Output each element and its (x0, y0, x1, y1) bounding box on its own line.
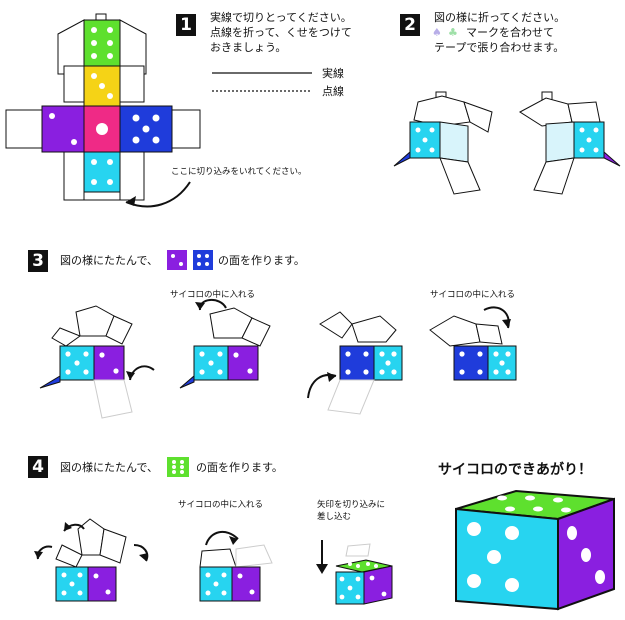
net-face-purple (41, 105, 85, 153)
finished-dice (455, 489, 615, 611)
slit-note: ここに切り込みをいれてください。 (171, 167, 307, 177)
step-3-cube-1 (39, 305, 155, 419)
step-2-text-line-1: 図の様に折ってください。 (434, 11, 566, 24)
purple-two-face-icon (167, 250, 187, 270)
step-3-label-b: サイコロの中に入れる (430, 290, 516, 300)
step-2-text-line-2: マークを合わせて (466, 26, 554, 39)
finished-title: サイコロのできあがり！ (438, 462, 592, 478)
step-2-folded-right (519, 91, 621, 195)
step-1-text-line-2: 点線を折って、くせをつけて (210, 26, 352, 39)
blue-four-face-icon (193, 250, 213, 270)
step-3-text-after: の面を作ります。 (218, 254, 305, 267)
spade-icon: ♠ (432, 26, 442, 39)
step-4-label-b-line-1: 矢印を切り込みに (317, 500, 386, 510)
net-face-green (83, 19, 121, 67)
step-2-text-line-3: テープで張り合わせます。 (434, 41, 565, 54)
legend-dotted-label: 点線 (322, 85, 344, 98)
step-4-label-b-line-2: 差し込む (317, 512, 352, 522)
step-1-number: 1 (176, 14, 196, 36)
legend-lines (212, 72, 312, 92)
dice-net-diagram (5, 13, 201, 208)
step-3-cube-3 (307, 311, 403, 415)
step-2-folded-left (393, 91, 493, 195)
step-4-cube-2 (199, 530, 273, 602)
step-4-text-before: 図の様にたたんで、 (60, 461, 159, 474)
step-4-label-a: サイコロの中に入れる (178, 500, 264, 510)
legend-solid-label: 実線 (322, 67, 344, 80)
step-3-cube-2 (179, 299, 271, 389)
club-icon: ♣ (448, 26, 458, 39)
step-4-cube-1 (34, 518, 149, 602)
net-face-cyan (83, 151, 121, 193)
step-4-cube-3 (316, 540, 393, 605)
step-4-number: 4 (28, 456, 48, 478)
step-4-text-after: の面を作ります。 (196, 461, 283, 474)
step-3-label-a: サイコロの中に入れる (170, 290, 256, 300)
step-3-text-before: 図の様にたたんで、 (60, 254, 159, 267)
step-3-cube-4 (429, 306, 517, 381)
step-2-number: 2 (400, 14, 420, 36)
step-3-number: 3 (28, 250, 48, 272)
step-1-text-line-3: おきましょう。 (210, 41, 287, 54)
green-six-face-icon (167, 457, 189, 477)
step-1-text-line-1: 実線で切りとってください。 (210, 11, 352, 24)
